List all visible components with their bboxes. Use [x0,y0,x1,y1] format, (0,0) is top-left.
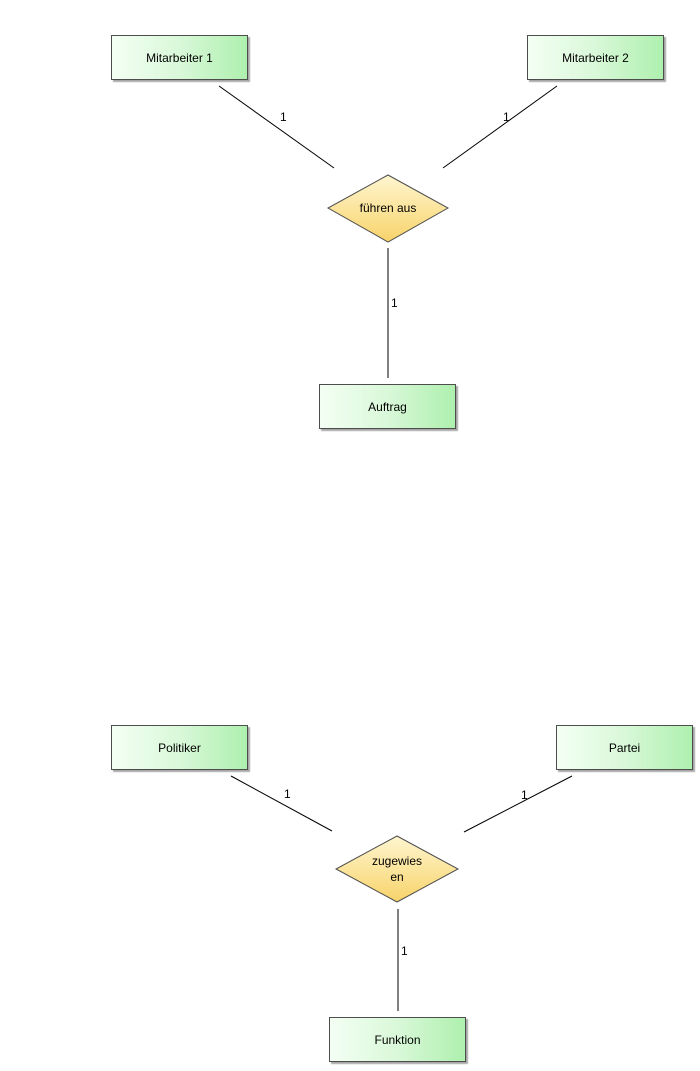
entity-politiker[interactable]: Politiker [111,725,248,770]
connector-mitarbeiter2-relationship [442,85,558,169]
entity-auftrag[interactable]: Auftrag [319,384,456,429]
connector-mitarbeiter1-relationship [218,85,335,169]
entity-mitarbeiter-2[interactable]: Mitarbeiter 2 [527,35,664,80]
relationship-label: führen aus [359,201,417,215]
cardinality-left: 1 [280,110,287,124]
cardinality-bottom: 1 [401,944,408,958]
relationship-diamond-zugewiesen[interactable] [334,835,460,903]
entity-partei[interactable]: Partei [556,725,693,770]
entity-label: Mitarbeiter 2 [562,50,629,65]
relationship-label: zugewies en [371,854,423,884]
connector-politiker-relationship [230,775,333,832]
cardinality-right: 1 [521,788,528,802]
relationship-diamond-fuehren-aus[interactable] [326,174,450,243]
entity-label: Funktion [374,1032,421,1047]
entity-mitarbeiter-1[interactable]: Mitarbeiter 1 [111,35,248,80]
connector-partei-relationship [463,775,573,833]
cardinality-left: 1 [284,787,291,801]
entity-label: Partei [608,740,641,755]
entity-label: Auftrag [368,399,407,414]
entity-funktion[interactable]: Funktion [329,1017,466,1062]
entity-label: Politiker [158,740,201,755]
cardinality-bottom: 1 [391,296,398,310]
entity-label: Mitarbeiter 1 [146,50,213,65]
cardinality-right: 1 [503,110,510,124]
